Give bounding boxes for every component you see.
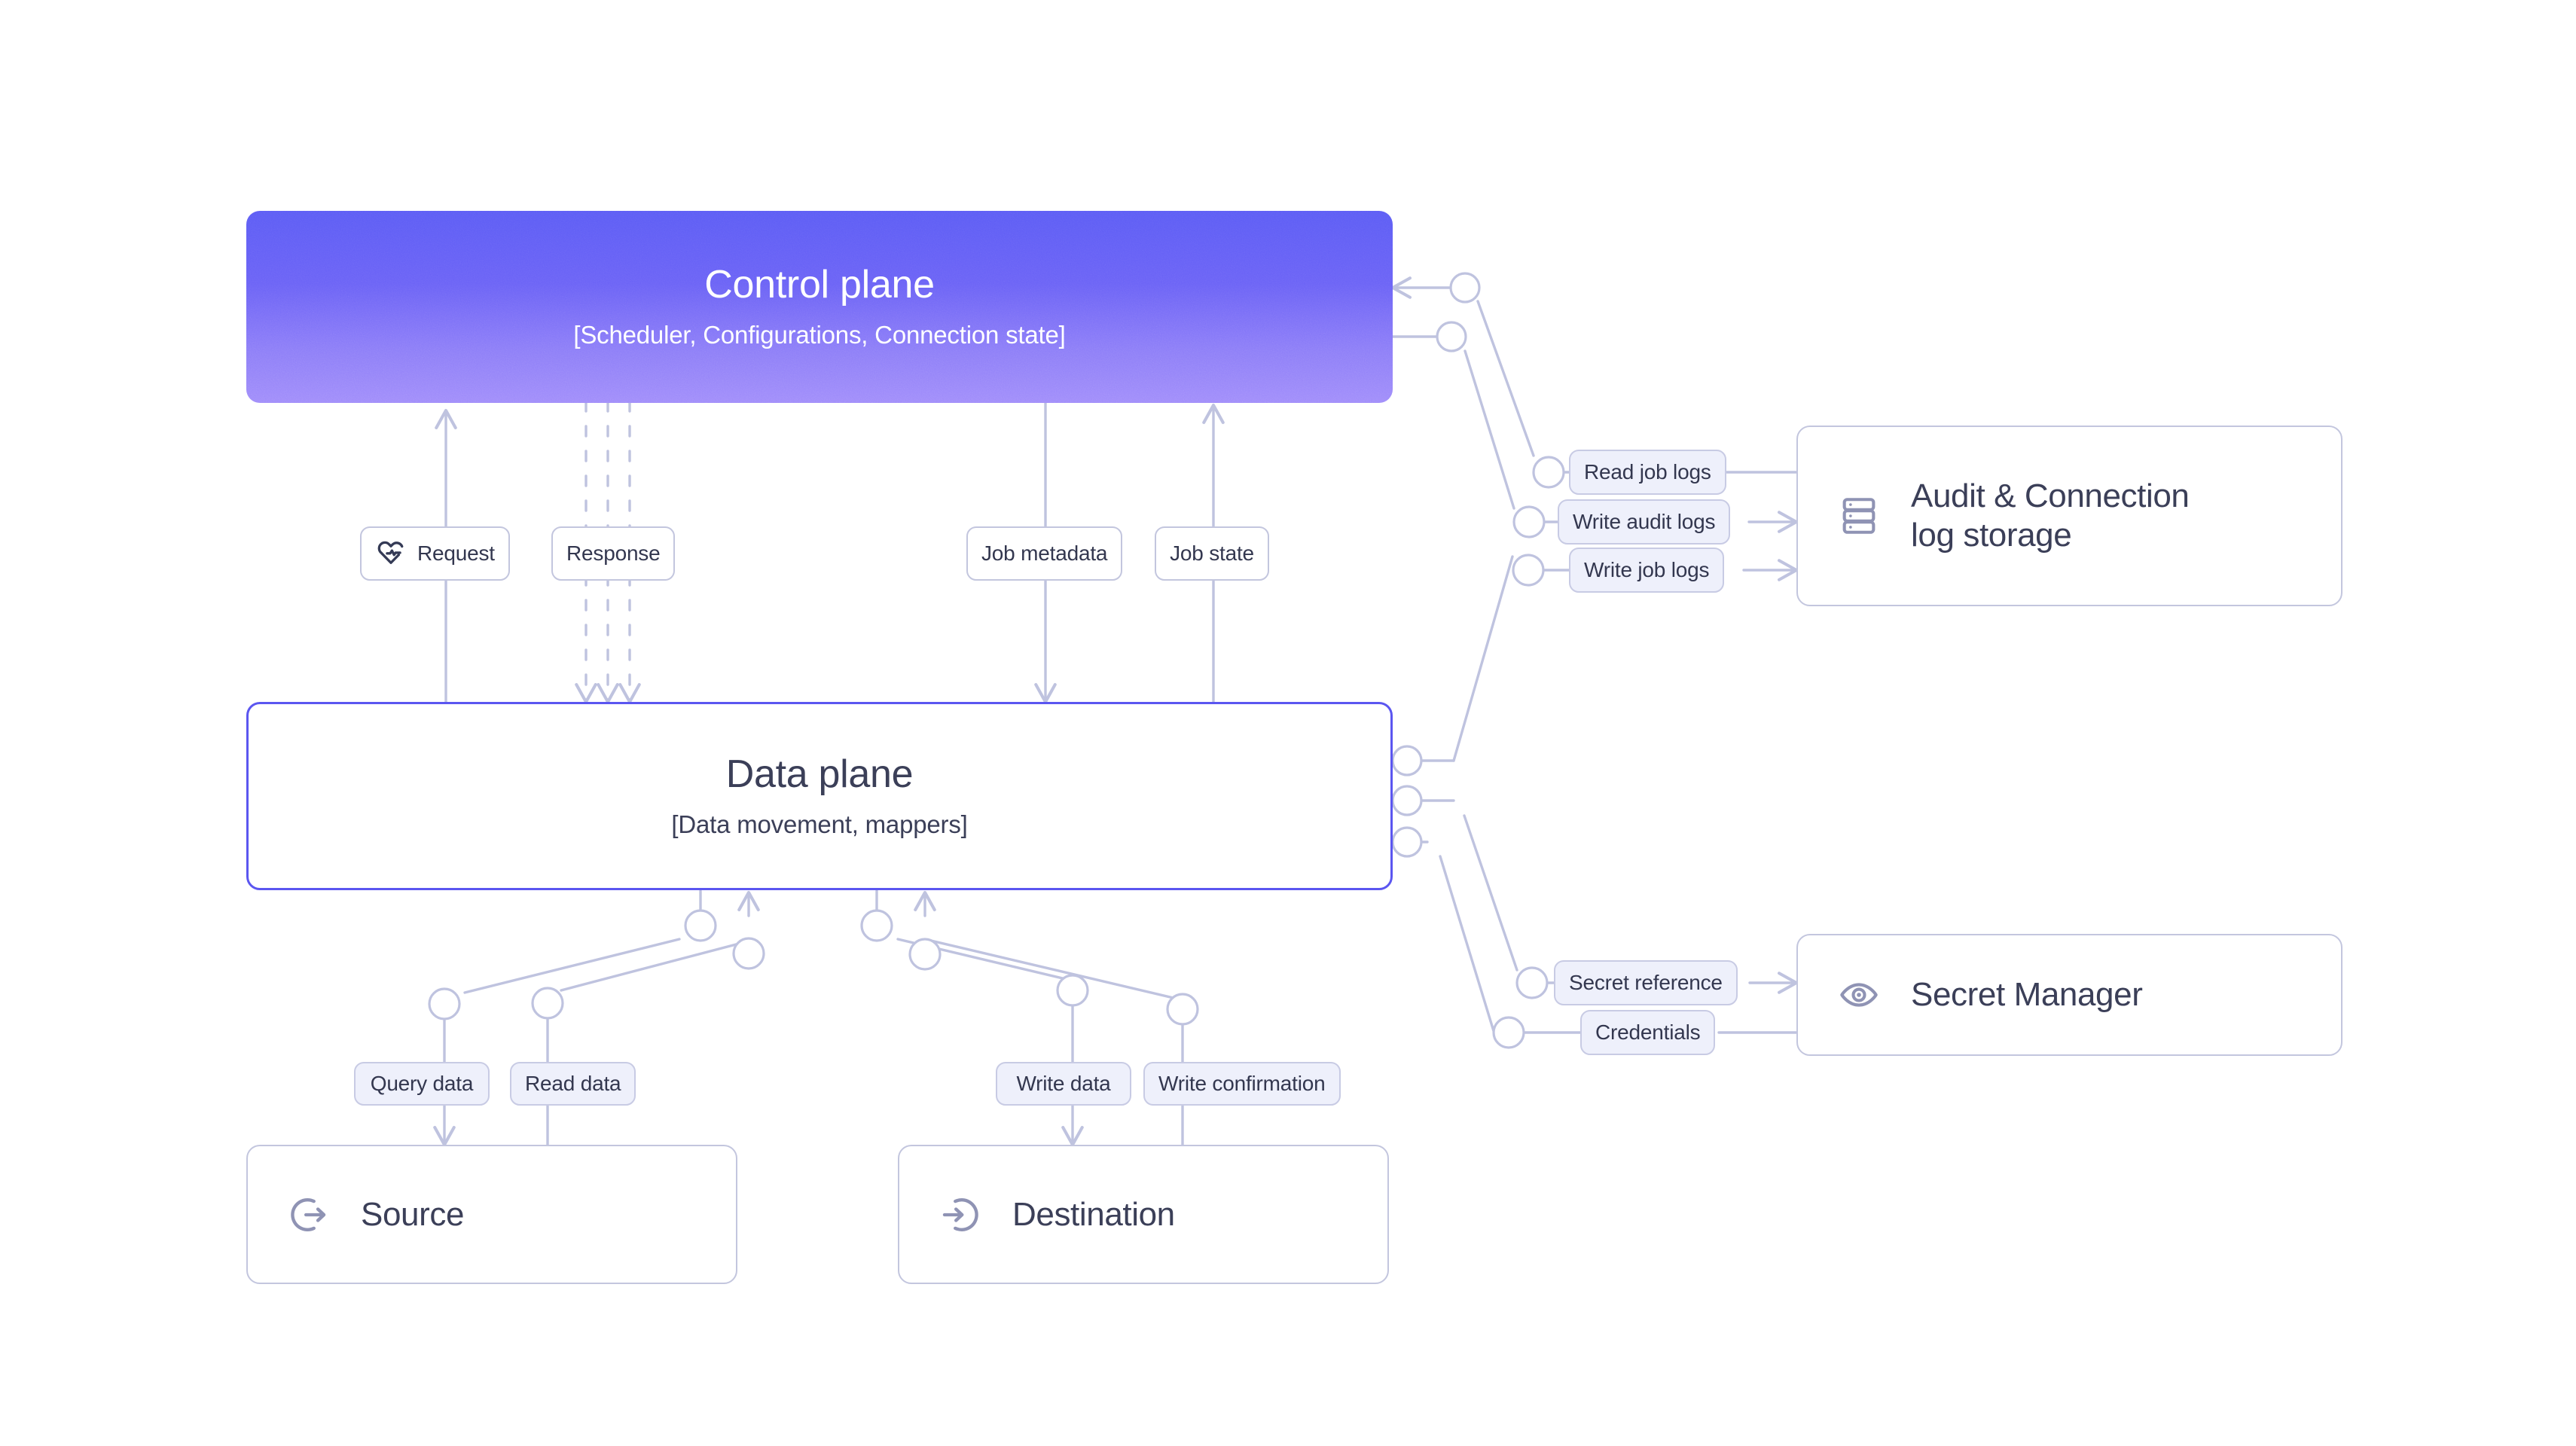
- junction-read-data-dp: [732, 937, 765, 970]
- chip-job-metadata[interactable]: Job metadata: [966, 526, 1123, 581]
- source-label: Source: [361, 1195, 465, 1233]
- secret-manager-label: Secret Manager: [1911, 976, 2143, 1014]
- chip-write-confirmation-label: Write confirmation: [1158, 1072, 1326, 1095]
- chip-request-label: Request: [417, 541, 495, 565]
- edge-write-confirmation: [914, 890, 1184, 1146]
- chip-query-data[interactable]: Query data: [354, 1062, 490, 1106]
- junction-write-audit-logs-cp: [1436, 321, 1467, 352]
- chip-response[interactable]: Response: [551, 526, 676, 581]
- heartbeat-icon: [377, 541, 404, 564]
- junction-write-job-logs-mid: [1512, 554, 1545, 587]
- chip-read-data-label: Read data: [525, 1072, 621, 1095]
- edge-query-data: [433, 889, 702, 1147]
- edge-write-data: [875, 889, 1084, 1147]
- edge-read-data: [546, 890, 760, 1146]
- chip-read-job-logs[interactable]: Read job logs: [1569, 450, 1726, 495]
- audit-log-storage-line1: Audit & Connection: [1911, 477, 2190, 515]
- chip-credentials-label: Credentials: [1595, 1020, 1701, 1044]
- junction-write-confirmation-low: [1166, 993, 1199, 1026]
- junction-write-job-logs-dp: [1391, 745, 1423, 776]
- source-node[interactable]: Source: [246, 1145, 737, 1284]
- chip-write-data[interactable]: Write data: [996, 1062, 1131, 1106]
- audit-log-storage-line2: log storage: [1911, 517, 2072, 554]
- destination-label: Destination: [1012, 1195, 1175, 1233]
- junction-credentials-dp: [1391, 826, 1423, 858]
- eye-icon: [1840, 983, 1878, 1007]
- chip-query-data-label: Query data: [370, 1072, 474, 1095]
- data-plane-node[interactable]: Data plane [Data movement, mappers]: [246, 702, 1393, 890]
- junction-read-data-low: [531, 987, 564, 1020]
- edge-read-job-logs: [1390, 276, 1798, 474]
- junction-write-confirmation-dp: [908, 938, 942, 971]
- secret-manager-node[interactable]: Secret Manager: [1796, 934, 2343, 1056]
- chip-secret-reference[interactable]: Secret reference: [1554, 960, 1738, 1005]
- chip-credentials[interactable]: Credentials: [1580, 1010, 1716, 1055]
- arrow-in-circle-icon: [942, 1197, 978, 1231]
- chip-secret-reference-label: Secret reference: [1569, 971, 1723, 994]
- chip-write-job-logs-label: Write job logs: [1584, 558, 1710, 581]
- audit-log-storage-node[interactable]: Audit & Connection log storage: [1796, 426, 2343, 606]
- data-plane-subtitle: [Data movement, mappers]: [671, 810, 968, 838]
- control-plane-subtitle: [Scheduler, Configurations, Connection s…: [573, 321, 1066, 349]
- arrow-out-circle-icon: [291, 1197, 326, 1231]
- chip-job-state-label: Job state: [1170, 541, 1254, 565]
- chip-request[interactable]: Request: [360, 526, 510, 581]
- audit-log-storage-label: Audit & Connection log storage: [1911, 477, 2190, 555]
- connector-nodes: [428, 272, 1565, 1049]
- junction-credentials-mid: [1492, 1016, 1525, 1049]
- edge-secret-reference: [1391, 799, 1799, 994]
- control-plane-node[interactable]: Control plane [Scheduler, Configurations…: [246, 211, 1393, 403]
- chip-write-confirmation[interactable]: Write confirmation: [1143, 1062, 1341, 1106]
- destination-node[interactable]: Destination: [898, 1145, 1389, 1284]
- junction-secret-reference-dp: [1391, 785, 1423, 816]
- junction-query-data-dp: [684, 909, 717, 942]
- chip-write-audit-logs[interactable]: Write audit logs: [1558, 499, 1731, 545]
- junction-query-data-low: [428, 987, 461, 1020]
- chip-response-label: Response: [566, 541, 661, 565]
- chip-write-audit-logs-label: Write audit logs: [1573, 510, 1716, 533]
- junction-write-data-low: [1056, 974, 1089, 1007]
- chip-write-data-label: Write data: [1016, 1072, 1111, 1095]
- chip-read-job-logs-label: Read job logs: [1584, 460, 1711, 484]
- junction-secret-reference-mid: [1515, 966, 1549, 999]
- chip-read-data[interactable]: Read data: [510, 1062, 636, 1106]
- chip-job-metadata-label: Job metadata: [981, 541, 1108, 565]
- junction-write-audit-logs-mid: [1512, 505, 1546, 538]
- junction-read-job-logs-mid: [1532, 456, 1565, 489]
- chip-write-job-logs[interactable]: Write job logs: [1569, 548, 1725, 593]
- chip-job-state[interactable]: Job state: [1155, 526, 1269, 581]
- control-plane-title: Control plane: [704, 263, 935, 307]
- junction-write-data-dp: [860, 909, 893, 942]
- server-stack-icon: [1842, 498, 1876, 534]
- data-plane-title: Data plane: [725, 752, 914, 796]
- junction-read-job-logs-cp: [1449, 272, 1481, 304]
